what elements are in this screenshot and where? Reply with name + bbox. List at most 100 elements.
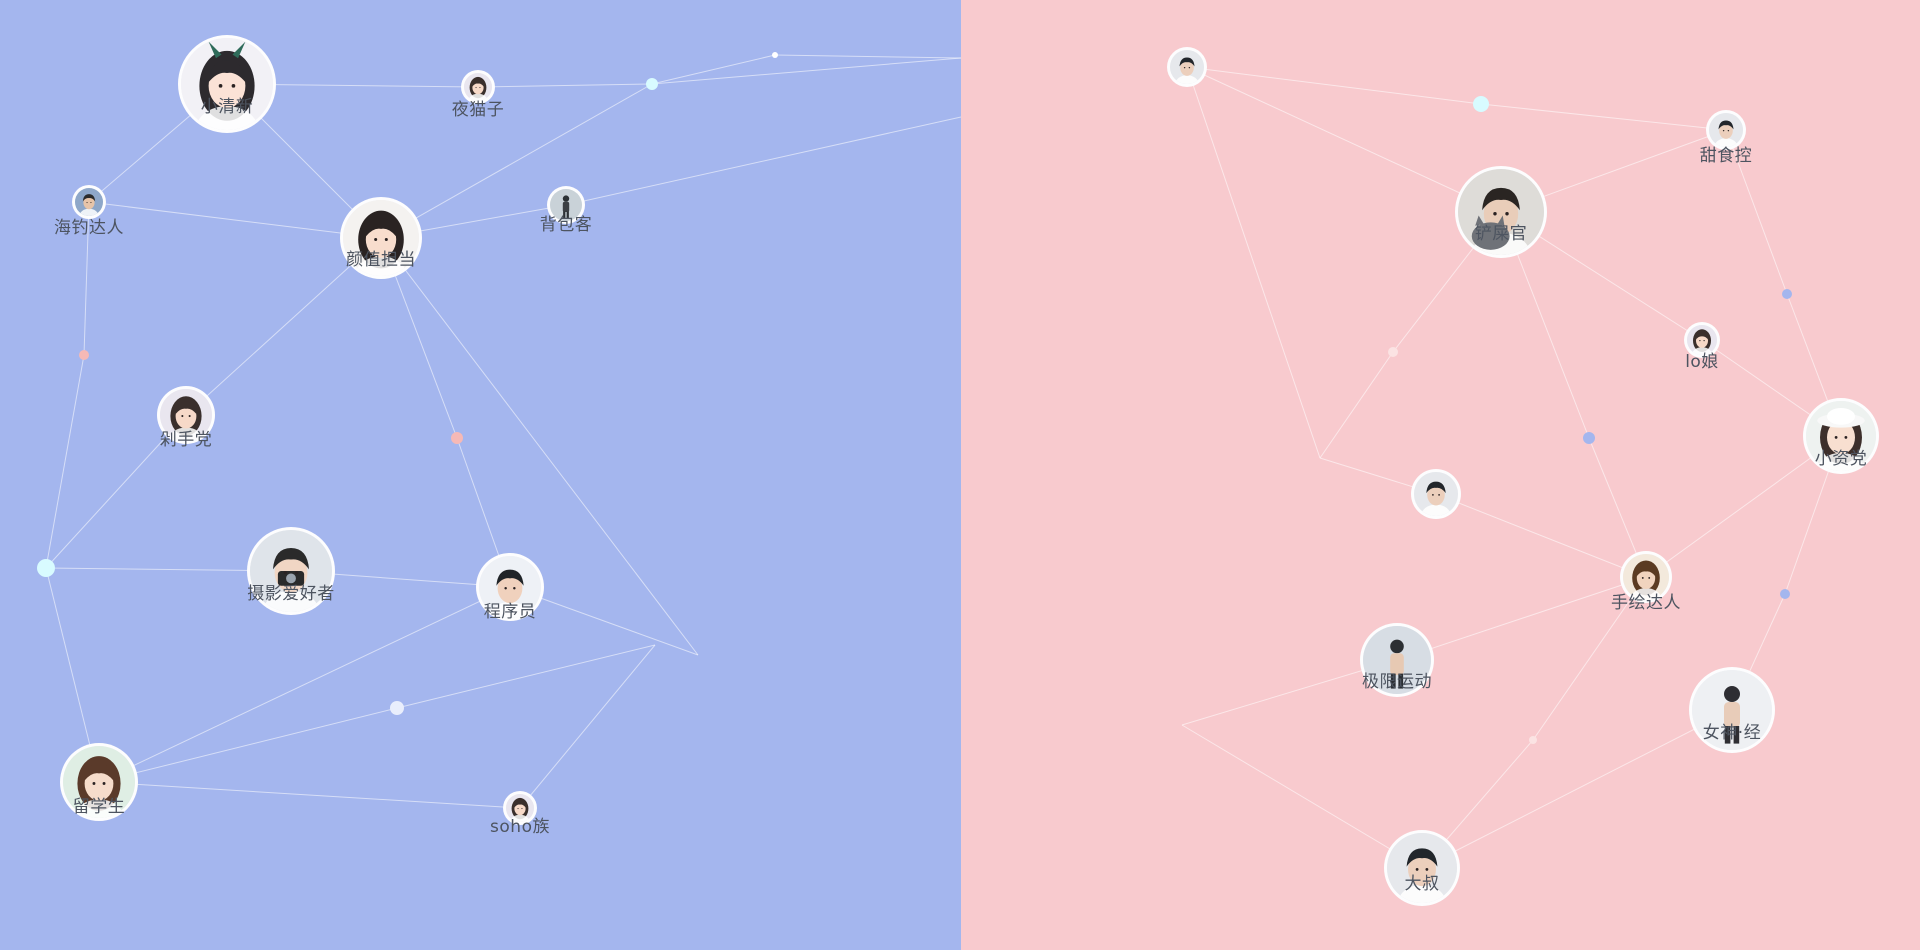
user-label: 小清新 [200, 97, 254, 117]
network-link [1645, 435, 1842, 578]
network-link [565, 116, 962, 206]
user-node-xiaozi[interactable]: 小资党 [1803, 398, 1879, 474]
skater-avatar-icon [1360, 623, 1434, 697]
user-node-haidiao[interactable]: 海钓达人 [54, 185, 124, 238]
network-dot [1529, 736, 1537, 744]
user-node-nvshen[interactable]: 女神·经 [1689, 667, 1775, 753]
user-label: 女神·经 [1702, 723, 1762, 743]
network-dot [37, 559, 55, 577]
man-avatar-icon [1384, 830, 1460, 906]
user-node-beibao[interactable]: 背包客 [540, 186, 592, 235]
network-link [1181, 724, 1423, 869]
man-with-cat-avatar-icon [1455, 166, 1547, 258]
network-link [651, 57, 962, 85]
network-dot [390, 701, 404, 715]
user-node-liuxuesheng[interactable]: 留学生 [60, 743, 138, 821]
network-dot [451, 432, 463, 444]
user-node-sheying[interactable]: 摄影爱好者 [247, 527, 335, 615]
girl-avatar-icon [157, 386, 215, 444]
dancer-avatar-icon [1689, 667, 1775, 753]
user-node-yanzhi[interactable]: 颜值担当 [340, 197, 422, 279]
user-label: 海钓达人 [54, 218, 124, 238]
network-link [1532, 576, 1647, 741]
network-link [45, 354, 85, 569]
network-link [1435, 493, 1647, 578]
photographer-avatar-icon [247, 527, 335, 615]
network-link [1186, 66, 1482, 105]
network-dot [1473, 96, 1489, 112]
network-link [88, 201, 382, 239]
user-label: 背包客 [539, 215, 593, 235]
user-node-shouhui[interactable]: 手绘达人 [1611, 551, 1681, 613]
man-avatar-icon [1706, 110, 1746, 150]
network-link [83, 201, 90, 356]
network-dot [1780, 589, 1790, 599]
user-node-chengxuyuan[interactable]: 程序员 [476, 553, 544, 622]
network-link [1480, 103, 1727, 131]
user-node-loniang[interactable]: lo娘 [1684, 322, 1720, 372]
user-label: 极限运动 [1362, 672, 1432, 692]
network-link [380, 237, 699, 656]
network-dot [772, 52, 778, 58]
user-label: 程序员 [483, 602, 537, 622]
user-node-mid-man[interactable] [1411, 469, 1461, 519]
boy-avatar-icon [476, 553, 544, 621]
network-link [380, 83, 653, 239]
network-link [1421, 709, 1733, 869]
user-label: lo娘 [1685, 352, 1719, 372]
network-link [1319, 351, 1394, 459]
network-link [774, 54, 962, 59]
girl-avatar-icon [461, 70, 495, 104]
network-link [1186, 66, 1321, 459]
user-node-yemaozi[interactable]: 夜猫子 [452, 70, 504, 120]
user-node-dashu[interactable]: 大叔 [1384, 830, 1460, 906]
network-dot [79, 350, 89, 360]
user-node-soho[interactable]: soho族 [490, 791, 549, 837]
network-dot [1388, 347, 1398, 357]
network-dot [1583, 432, 1595, 444]
user-node-duoshou[interactable]: 剁手党 [157, 386, 215, 450]
network-link [1396, 576, 1647, 661]
network-link [519, 644, 656, 809]
user-node-jixian[interactable]: 极限运动 [1360, 623, 1434, 697]
girl-reading-avatar-icon [60, 743, 138, 821]
left-panel [0, 0, 961, 950]
network-dot [646, 78, 658, 90]
network-dot [1782, 289, 1792, 299]
network-link [1186, 66, 1502, 213]
network-link [651, 54, 776, 85]
user-node-xiaoqingxin[interactable]: 小清新 [178, 35, 276, 133]
network-link [185, 237, 382, 416]
user-node-chanshi[interactable]: 铲屎官 [1455, 166, 1547, 258]
girl-hat-avatar-icon [1803, 398, 1879, 474]
network-link [98, 586, 511, 783]
user-label: 小资党 [1814, 449, 1868, 469]
user-label: soho族 [490, 817, 550, 837]
user-label: 剁手党 [159, 430, 213, 450]
user-label: 夜猫子 [451, 100, 505, 120]
user-label: 甜食控 [1699, 146, 1753, 166]
girl-avatar-icon [503, 791, 537, 825]
user-label: 摄影爱好者 [247, 584, 335, 604]
network-link [98, 781, 521, 809]
network-link [98, 707, 398, 783]
user-label: 颜值担当 [346, 250, 416, 270]
user-node-tianshi[interactable]: 甜食控 [1700, 110, 1752, 166]
girl-avatar-icon [1684, 322, 1720, 358]
network-link [396, 644, 656, 709]
artist-avatar-icon [1620, 551, 1672, 603]
fisher-avatar-icon [72, 185, 106, 219]
man-avatar-icon [1411, 469, 1461, 519]
network-link [1725, 129, 1788, 295]
girl-waving-avatar-icon [340, 197, 422, 279]
user-label: 手绘达人 [1611, 593, 1681, 613]
backpacker-avatar-icon [547, 186, 585, 224]
man-avatar-icon [1167, 47, 1207, 87]
user-label: 留学生 [72, 797, 126, 817]
network-link [477, 83, 653, 88]
user-label: 大叔 [1404, 874, 1440, 894]
user-node-top-man[interactable] [1167, 47, 1207, 87]
network-link [45, 414, 187, 569]
girl-bunny-ears-avatar-icon [178, 35, 276, 133]
